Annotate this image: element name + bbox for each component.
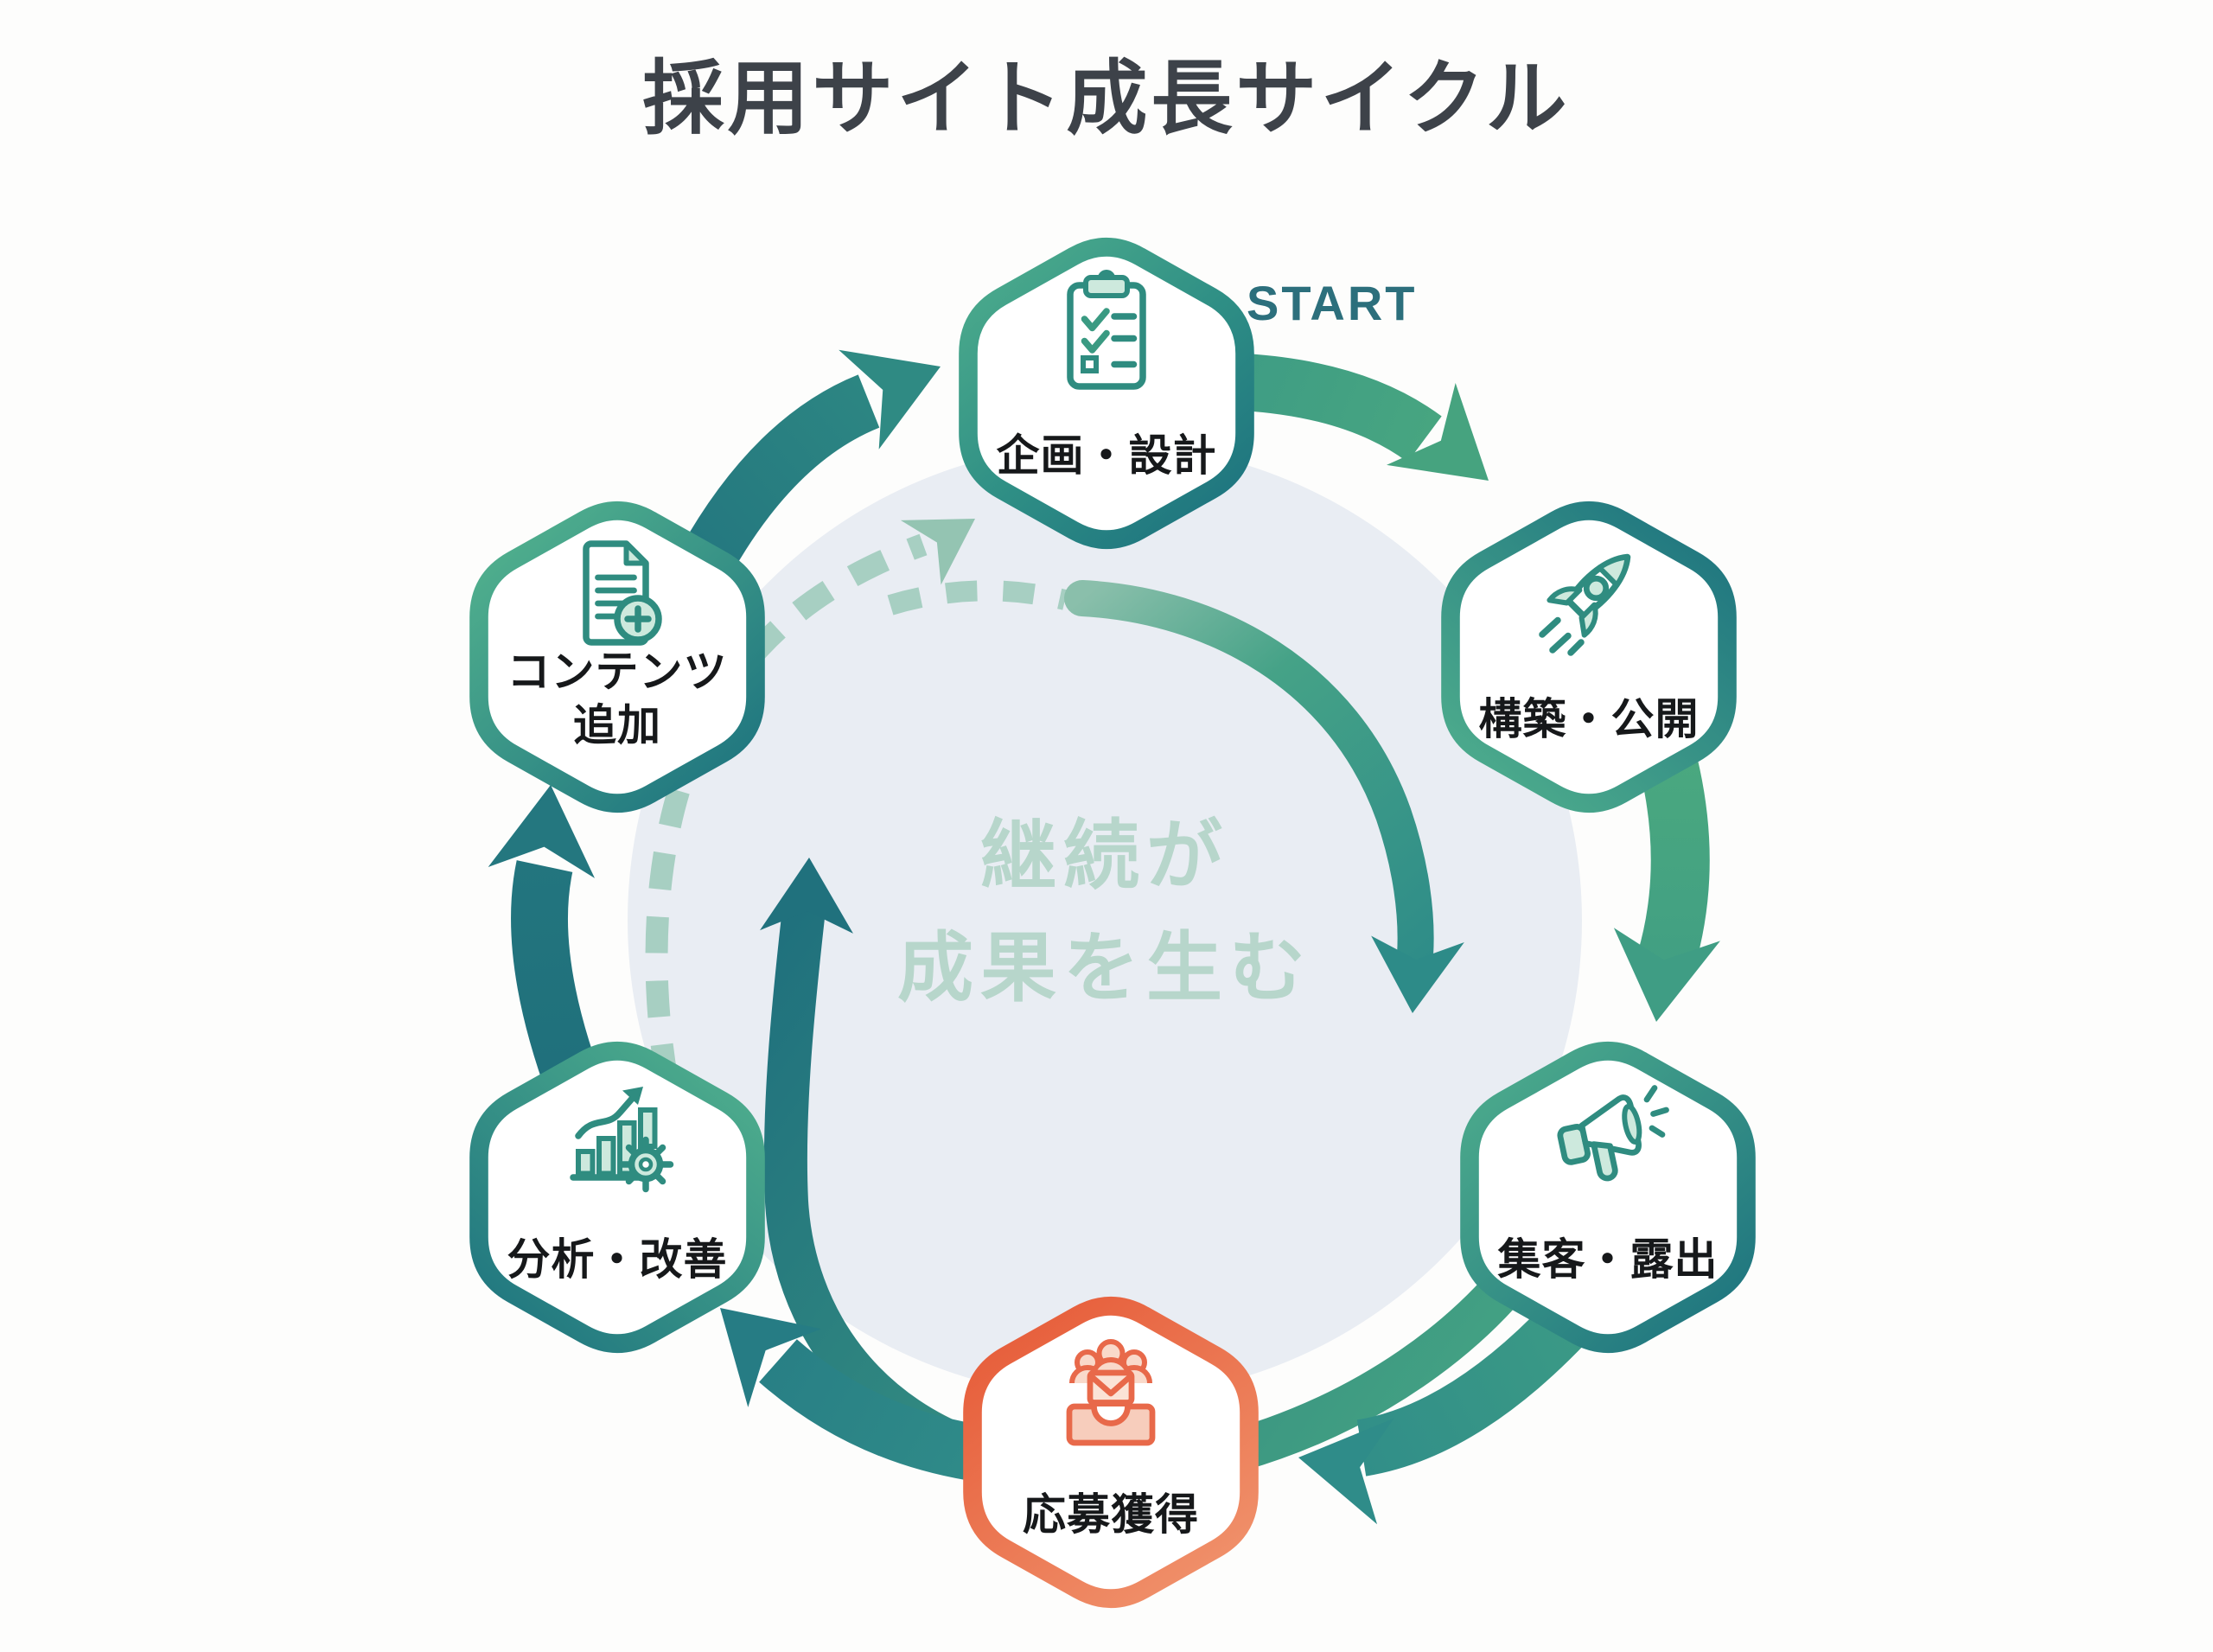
inner-arc-a-arrowhead [1371,935,1464,1013]
node-label-content-line2: 追加 [573,701,661,749]
megaphone-icon [1557,1085,1669,1182]
dashed-connector-path [887,580,1068,616]
arrow-plan-to-build-head [1387,382,1489,481]
node-analyze: 分析・改善 [465,1028,769,1367]
hexagon-frame [469,1042,765,1353]
hexagon-frame [963,1297,1259,1608]
node-label-build: 構築・公開 [1478,695,1700,743]
arrow-attract-to-apply [1298,1285,1604,1525]
applicants-inbox-icon [1066,1339,1156,1446]
center-message-line2: 成果を生む [897,925,1312,1011]
inner-arc-b-arrowhead [760,858,853,934]
center-message-line1: 継続が [980,813,1229,898]
start-label: START [1247,276,1418,330]
arrow-plan-to-build [1240,354,1489,481]
arrow-apply-to-analyze-path [759,1339,978,1481]
arrow-build-to-attract-head [1613,928,1720,1022]
rocket-icon [1539,553,1631,656]
node-attract: 集客・露出 [1456,1028,1760,1367]
node-plan: 企画・設計 [954,224,1259,563]
hexagon-frame [469,501,765,813]
node-label-attract: 集客・露出 [1497,1235,1719,1284]
node-label-plan: 企画・設計 [996,431,1217,480]
node-content: コンテンツ 追加 [465,488,769,826]
arrow-analyze-to-content-head [488,785,595,878]
document-add-icon [583,540,662,646]
node-label-content: コンテンツ 追加 [430,645,804,752]
inner-arc-a-path [1064,580,1434,973]
arrow-attract-to-apply-path [1356,1285,1604,1477]
page-title: 採用サイト成長サイクル [642,53,1571,144]
node-label-apply: 応募獲得 [1023,1490,1199,1539]
node-label-content-line1: コンテンツ [507,647,728,696]
arrow-attract-to-apply-head [1298,1418,1394,1525]
arrow-build-to-attract [1613,749,1720,1022]
hexagon-frame [1460,1042,1756,1353]
clipboard-checklist-icon [1067,270,1146,390]
arrow-apply-to-analyze-head [720,1308,821,1407]
node-label-analyze: 分析・改善 [507,1235,728,1284]
dashed-arrowhead [900,519,975,585]
arrow-content-to-plan-head [839,349,941,450]
node-apply: 応募獲得 [959,1283,1263,1622]
gear-glyph [617,1136,674,1193]
arrow-apply-to-analyze [720,1308,978,1481]
center-circle [628,443,1582,1398]
arrow-build-to-attract-path [1637,749,1710,970]
inner-arc-top-right [1064,580,1464,1013]
node-build: 構築・公開 [1437,488,1741,826]
hexagon-frame [1441,501,1737,813]
analytics-gear-icon [570,1087,674,1193]
hexagon-frame [959,238,1254,549]
arrow-plan-to-build-path [1240,354,1442,462]
